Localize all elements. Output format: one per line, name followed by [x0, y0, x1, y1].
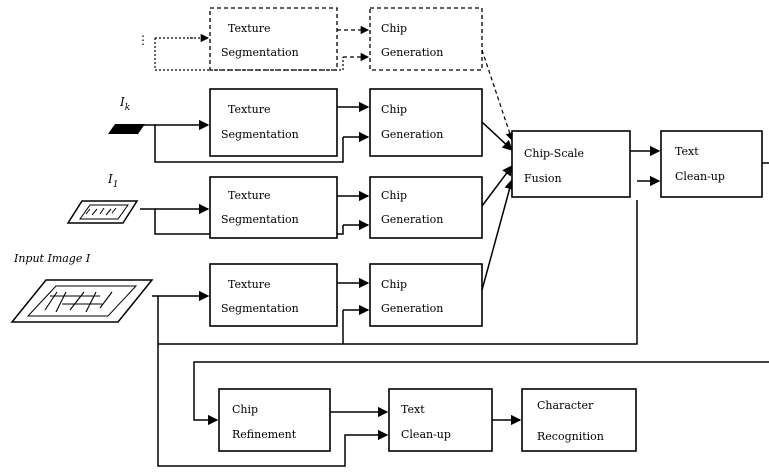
texture-seg-label-2b: Segmentation: [221, 302, 299, 315]
chip-generation-box-0: [369, 7, 483, 71]
chip-scale-fusion-box: [511, 130, 631, 198]
row-k: Ik Texture Segmentation Chip Generation: [108, 88, 483, 163]
image-i1-icon: [66, 200, 139, 224]
text-cleanup-label-bottom-b: Clean-up: [401, 428, 451, 441]
chip-generation-box-k: [369, 88, 483, 157]
text-cleanup-label-bottom-a: Text: [401, 403, 425, 416]
text-cleanup-label-top-a: Text: [675, 145, 699, 158]
character-recognition-label-a: Character: [537, 399, 594, 412]
chip-gen-label-2b: Generation: [381, 302, 443, 315]
texture-segmentation-box-0: [209, 7, 338, 71]
chip-refinement-label-b: Refinement: [232, 428, 297, 441]
chip-generation-box-input: [369, 263, 483, 327]
i1-label: I1: [107, 172, 118, 190]
chip-refinement-label-a: Chip: [232, 403, 258, 416]
character-recognition-box: [521, 388, 637, 452]
texture-seg-label-ka: Texture: [228, 103, 270, 116]
fusion-label-a: Chip-Scale: [524, 147, 584, 160]
chip-gen-label-1a: Chip: [381, 189, 407, 202]
chip-gen-label-ka: Chip: [381, 103, 407, 116]
chip-generation-box-1: [369, 176, 483, 239]
text-cleanup-box-bottom: [388, 388, 493, 452]
texture-seg-label-1b: Segmentation: [221, 213, 299, 226]
texture-seg-label-2a: Texture: [228, 278, 270, 291]
row-dashed: ⋮ Texture Segmentation Chip Generation: [137, 7, 483, 71]
row-1: I1 Texture Segmentation Chip Generation: [66, 172, 483, 239]
ellipsis: ⋮: [137, 33, 149, 47]
input-image-label: Input Image I: [13, 252, 91, 265]
image-ik-icon: [108, 124, 145, 134]
chip-gen-label-2a: Chip: [381, 278, 407, 291]
text-cleanup-box-top: [660, 130, 763, 198]
text-cleanup-label-top-b: Clean-up: [675, 170, 725, 183]
fusion-stage: Chip-Scale Fusion Text Clean-up: [481, 49, 769, 291]
texture-segmentation-box-1: [209, 176, 338, 239]
fusion-label-b: Fusion: [524, 172, 562, 185]
refinement-stage: Chip Refinement Text Clean-up Character …: [193, 361, 769, 452]
texture-seg-label-0b: Segmentation: [221, 46, 299, 59]
input-image-icon: [10, 279, 154, 323]
texture-seg-label-kb: Segmentation: [221, 128, 299, 141]
chip-gen-label-0a: Chip: [381, 22, 407, 35]
character-recognition-label-b: Recognition: [537, 430, 604, 443]
texture-seg-label-1a: Texture: [228, 189, 270, 202]
chip-gen-label-kb: Generation: [381, 128, 443, 141]
chip-gen-label-0b: Generation: [381, 46, 443, 59]
texture-segmentation-box-k: [209, 88, 338, 157]
row-input: Input Image I Texture Segmentation Chip …: [10, 200, 638, 467]
texture-seg-label-0a: Texture: [228, 22, 270, 35]
ik-label: Ik: [119, 95, 130, 113]
chip-gen-label-1b: Generation: [381, 213, 443, 226]
texture-segmentation-box-input: [209, 263, 338, 327]
chip-refinement-box: [218, 388, 331, 452]
